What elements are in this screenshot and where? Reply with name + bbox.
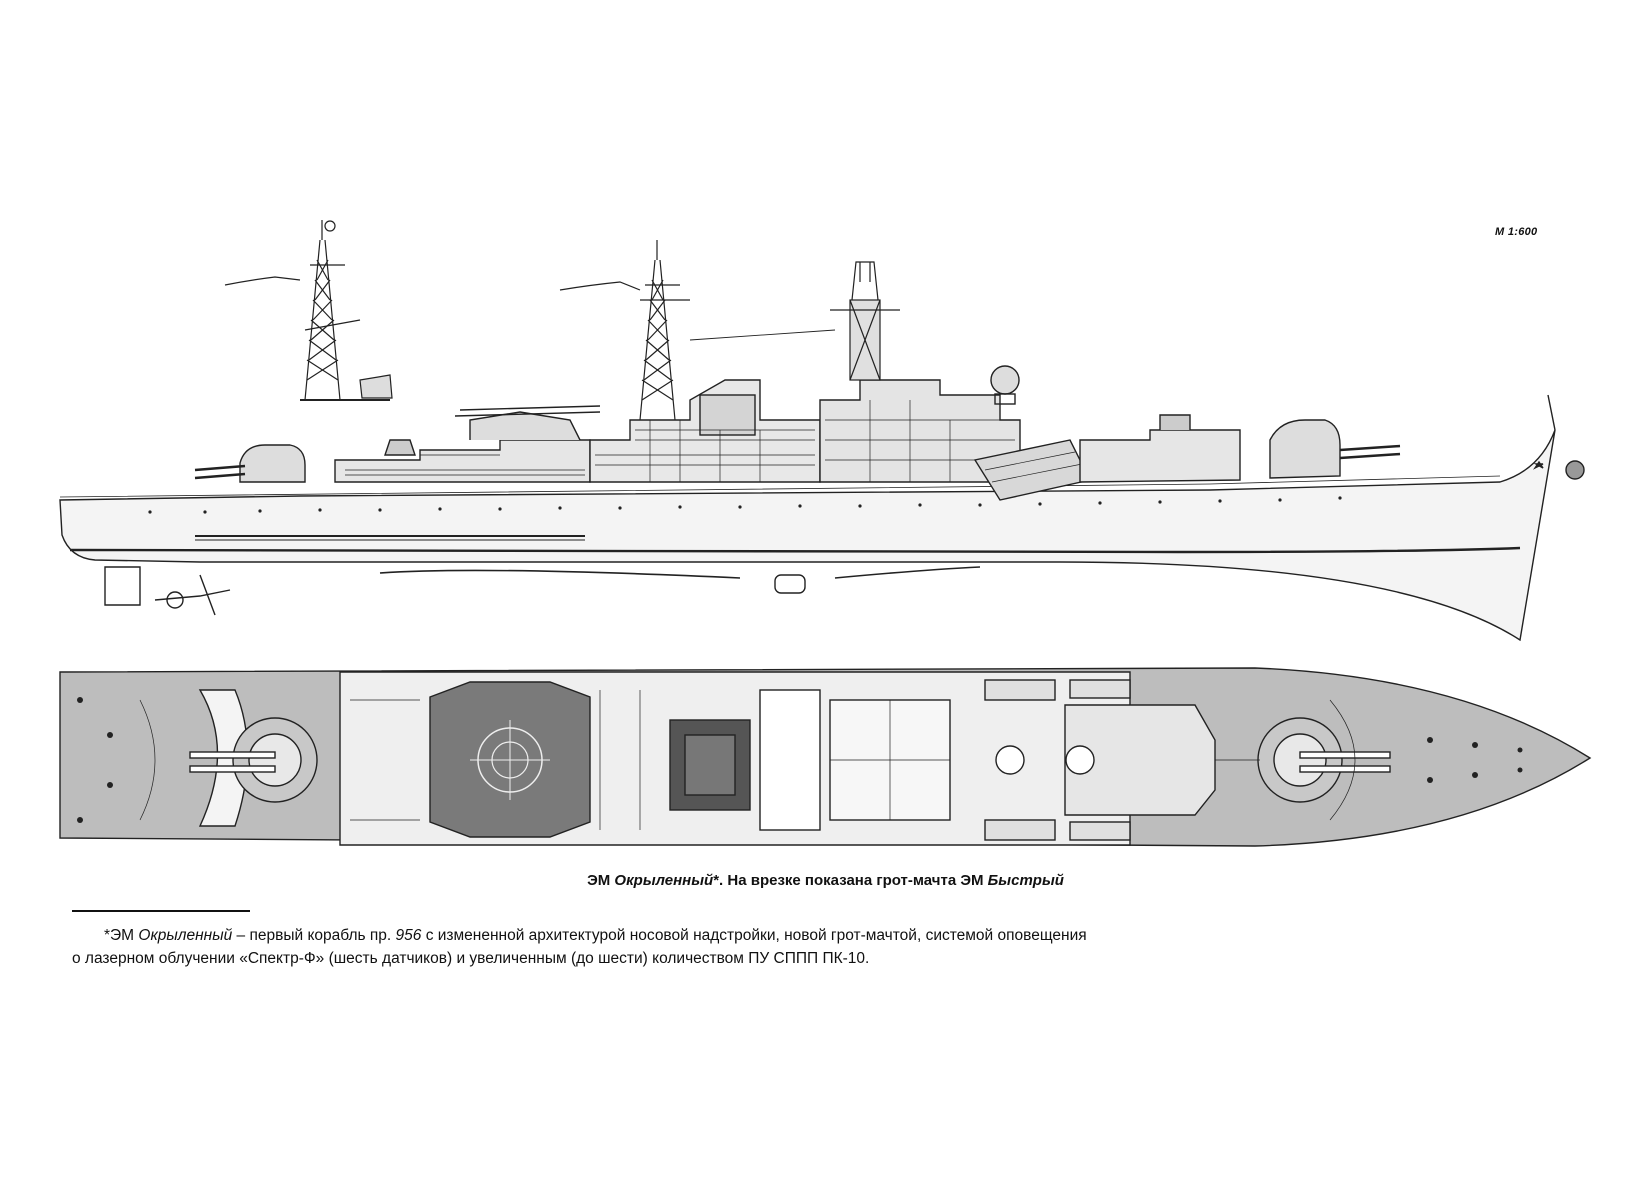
footnote: *ЭМ Окрыленный – первый корабль пр. 956 … <box>72 924 1282 970</box>
footnote-divider <box>72 910 250 912</box>
figure-caption: ЭМ Окрыленный*. На врезке показана грот-… <box>0 872 1651 889</box>
footnote-mid: – первый корабль пр. <box>232 927 396 944</box>
footnote-line-1: *ЭМ Окрыленный – первый корабль пр. 956 … <box>72 924 1282 947</box>
inset-mast <box>224 220 393 401</box>
footnote-rest: с измененной архитектурой носовой надстр… <box>421 927 1087 944</box>
caption-prefix: ЭМ <box>587 872 615 889</box>
footnote-ship-name: Окрыленный <box>138 927 233 944</box>
side-profile <box>59 220 1585 642</box>
caption-ship-name: Окрыленный <box>614 872 714 889</box>
caption-inset-ship: Быстрый <box>987 872 1064 889</box>
plan-view <box>59 667 1592 847</box>
footnote-project: 956 <box>395 927 422 944</box>
footnote-prefix: *ЭМ <box>104 927 139 944</box>
footnote-line-2: о лазерном облучении «Спектр-Ф» (шесть д… <box>72 950 870 967</box>
scale-label: М 1:600 <box>1495 226 1538 238</box>
hull-side <box>59 429 1556 642</box>
caption-middle: *. На врезке показана грот-мачта ЭМ <box>713 872 988 889</box>
